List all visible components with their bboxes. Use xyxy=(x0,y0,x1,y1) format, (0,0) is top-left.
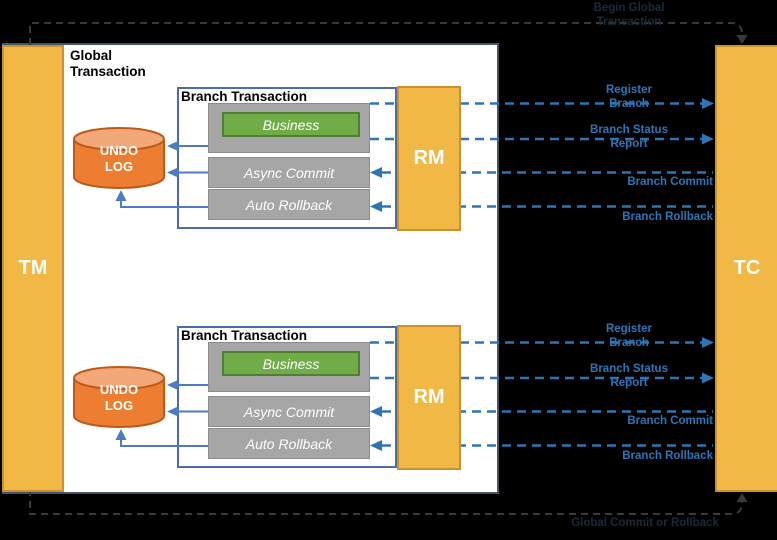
rm-label: RM xyxy=(413,147,445,169)
tm-box: TM xyxy=(2,45,64,492)
arrowhead-up-icon xyxy=(115,429,127,440)
global-commit-rollback-label: Global Commit or Rollback xyxy=(571,517,719,529)
branch-group-1: Branch Transaction Business Async Commit… xyxy=(0,84,777,237)
arrowhead-down-icon xyxy=(736,35,748,44)
undo-rollback-line xyxy=(120,439,208,447)
branch-arrows xyxy=(73,337,714,451)
branch-commit-label: Branch Commit xyxy=(627,176,713,188)
branch-status-report-label: Branch Status Report xyxy=(590,124,668,150)
arrowhead-left-icon xyxy=(370,167,382,178)
arrowhead-left-icon xyxy=(167,167,178,178)
arrowhead-up-icon xyxy=(115,190,127,201)
branch-group-2: Branch Transaction Business Async Commit… xyxy=(0,323,777,476)
arrowhead-left-icon xyxy=(370,406,382,417)
undo-log-cylinder xyxy=(73,366,165,428)
async-commit-label: Async Commit xyxy=(243,403,335,420)
arrowhead-right-icon xyxy=(702,372,714,384)
arrowhead-right-icon xyxy=(702,98,714,109)
branch-commit-label: Branch Commit xyxy=(627,415,713,427)
rm-box: RM xyxy=(397,86,461,231)
business-label: Business xyxy=(262,355,320,372)
branch-status-report-label: Branch Status Report xyxy=(590,363,668,389)
rm-label: RM xyxy=(413,386,445,408)
branch-arrows xyxy=(73,98,714,212)
async-commit-box: Async Commit xyxy=(208,396,370,427)
arrowhead-left-icon xyxy=(167,141,178,151)
global-transaction-title: Global Transaction xyxy=(70,48,146,79)
rm-box: RM xyxy=(397,325,461,470)
arrowhead-right-icon xyxy=(702,133,714,145)
branch-transaction-box xyxy=(177,87,397,229)
arrowhead-left-icon xyxy=(370,201,382,212)
business-box: Business xyxy=(222,351,360,376)
tm-label: TM xyxy=(18,257,48,279)
auto-rollback-label: Auto Rollback xyxy=(245,196,333,213)
arrowhead-left-icon xyxy=(167,406,178,417)
async-commit-box: Async Commit xyxy=(208,157,370,188)
business-label: Business xyxy=(262,116,320,133)
global-commit-flow-line xyxy=(29,489,743,515)
undo-log-cylinder xyxy=(73,127,165,189)
auto-rollback-box: Auto Rollback xyxy=(208,189,370,220)
async-commit-label: Async Commit xyxy=(243,164,335,181)
tc-label: TC xyxy=(733,257,761,279)
begin-global-transaction-label: Begin Global Transaction xyxy=(593,2,665,28)
arrowhead-left-icon xyxy=(167,380,178,390)
branch-rollback-label: Branch Rollback xyxy=(622,211,713,223)
undo-log-label: UNDO LOG xyxy=(99,143,139,174)
arrowhead-right-icon xyxy=(702,337,714,348)
auto-rollback-box: Auto Rollback xyxy=(208,428,370,459)
branch-transaction-title: Branch Transaction xyxy=(181,89,308,104)
tc-box: TC xyxy=(715,45,777,492)
undo-rollback-line xyxy=(120,200,208,208)
register-branch-label: Register Branch xyxy=(605,323,653,349)
business-box: Business xyxy=(222,112,360,137)
arrowhead-up-icon xyxy=(736,493,748,502)
branch-transaction-box xyxy=(177,326,397,468)
auto-rollback-label: Auto Rollback xyxy=(245,435,333,452)
branch-transaction-title: Branch Transaction xyxy=(181,328,308,343)
undo-log-label: UNDO LOG xyxy=(99,382,139,413)
register-branch-label: Register Branch xyxy=(605,84,653,110)
arrowhead-left-icon xyxy=(370,440,382,451)
branch-rollback-label: Branch Rollback xyxy=(622,450,713,462)
begin-global-flow-line xyxy=(29,22,743,45)
